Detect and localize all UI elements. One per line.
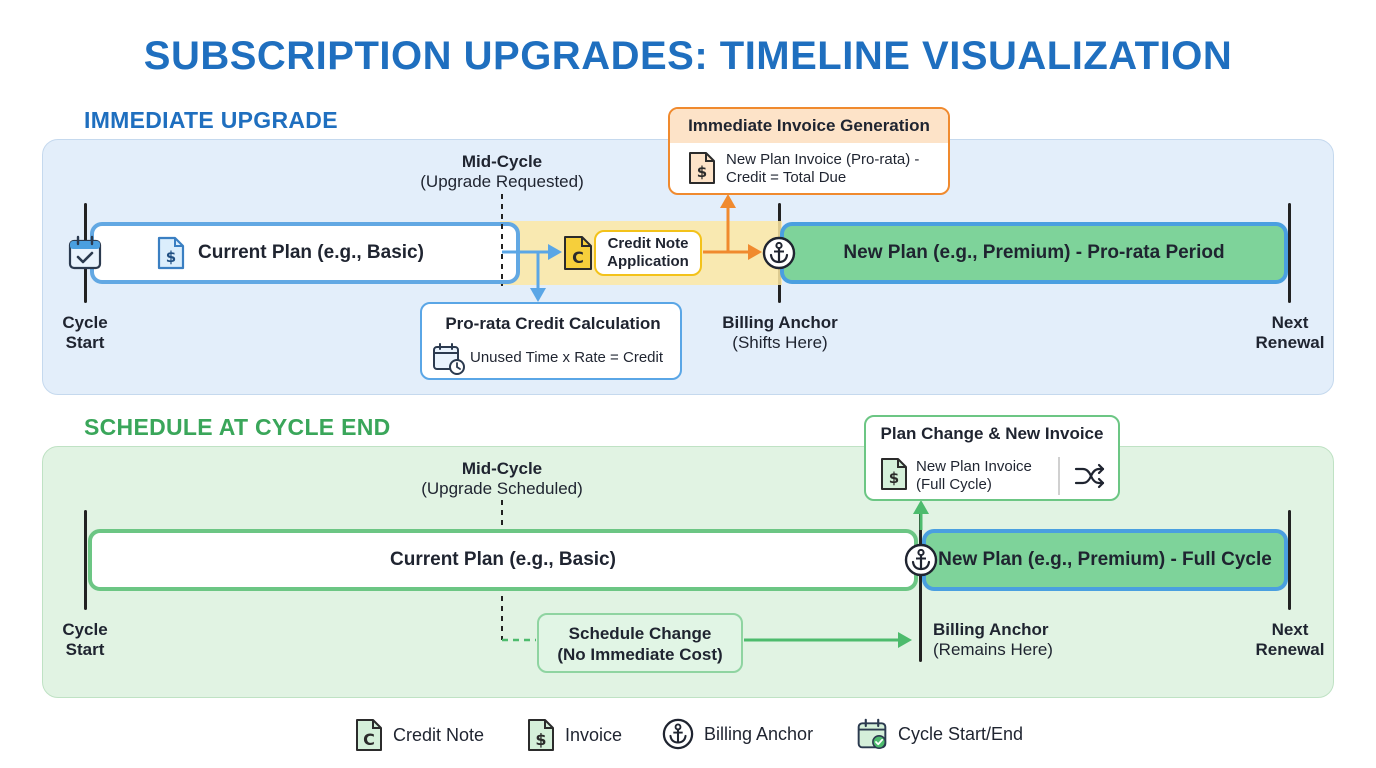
new-plan-full-cycle-bar: New Plan (e.g., Premium) - Full Cycle [922,529,1288,591]
schedule-heading: SCHEDULE AT CYCLE END [84,414,391,440]
prorata-credit-box: Pro-rata Credit Calculation Unused Time … [420,302,682,380]
invoice-icon: $ [881,458,907,490]
cycle-start-tick [84,510,87,610]
calendar-clock-icon [433,343,465,375]
billing-anchor-label: Billing Anchor (Shifts Here) [722,313,838,352]
svg-text:$: $ [697,163,707,181]
current-plan-bar: Current Plan (e.g., Basic) [88,529,918,591]
anchor-icon [762,236,796,270]
new-plan-label: New Plan (e.g., Premium) - Full Cycle [938,549,1272,570]
calendar-check-icon [68,235,102,270]
page-title: SUBSCRIPTION UPGRADES: TIMELINE VISUALIZ… [143,34,1233,78]
legend-billing-anchor: Billing Anchor [662,718,813,750]
svg-text:$: $ [889,469,899,487]
immediate-heading: IMMEDIATE UPGRADE [84,107,338,133]
next-renewal-tick [1288,510,1291,610]
svg-text:C: C [363,730,375,749]
mid-cycle-label: Mid-Cycle (Upgrade Scheduled) [421,459,583,498]
immediate-invoice-header: Immediate Invoice Generation [670,109,948,143]
anchor-icon [662,718,694,750]
invoice-icon: $ [528,719,554,751]
next-renewal-label: Next Renewal [1255,313,1325,352]
billing-anchor-label: Billing Anchor (Remains Here) [933,620,1053,659]
legend-invoice: $ Invoice [527,718,622,752]
divider [1058,457,1060,495]
billing-anchor-tick [919,510,922,662]
svg-text:$: $ [535,730,546,749]
legend-credit-note: C Credit Note [355,718,484,752]
invoice-icon: $ [689,152,715,184]
invoice-icon: $ [157,236,185,270]
schedule-arrows [501,500,929,648]
credit-note-icon: C [356,719,382,751]
current-plan-label: Current Plan (e.g., Basic) [198,242,424,263]
plan-change-text: New Plan Invoice (Full Cycle) [916,458,1032,493]
next-renewal-tick [1288,203,1291,303]
next-renewal-label: Next Renewal [1255,620,1325,659]
credit-note-application-box: Credit Note Application [594,230,702,276]
legend-cycle: Cycle Start/End [856,718,1023,750]
new-plan-prorata-bar: New Plan (e.g., Premium) - Pro-rata Peri… [780,222,1288,284]
new-plan-label: New Plan (e.g., Premium) - Pro-rata Peri… [843,242,1225,263]
calendar-check-icon [857,718,887,750]
credit-note-icon: C [564,236,592,270]
plan-change-header: Plan Change & New Invoice [880,424,1104,443]
schedule-change-box: Schedule Change (No Immediate Cost) [537,613,743,673]
cycle-start-label: Cycle Start [62,620,108,659]
svg-text:$: $ [166,248,176,266]
immediate-arrows [502,194,762,302]
immediate-invoice-text: New Plan Invoice (Pro-rata) - Credit = T… [726,151,920,186]
cycle-start-label: Cycle Start [62,313,108,352]
shuffle-icon [1074,463,1105,489]
svg-text:C: C [572,248,584,267]
plan-change-invoice-box: Plan Change & New Invoice $ New Plan Inv… [864,415,1120,501]
anchor-icon [904,543,938,577]
mid-cycle-label: Mid-Cycle (Upgrade Requested) [420,152,584,191]
immediate-invoice-box: Immediate Invoice Generation $ New Plan … [668,107,950,195]
current-plan-label: Current Plan (e.g., Basic) [390,549,616,570]
